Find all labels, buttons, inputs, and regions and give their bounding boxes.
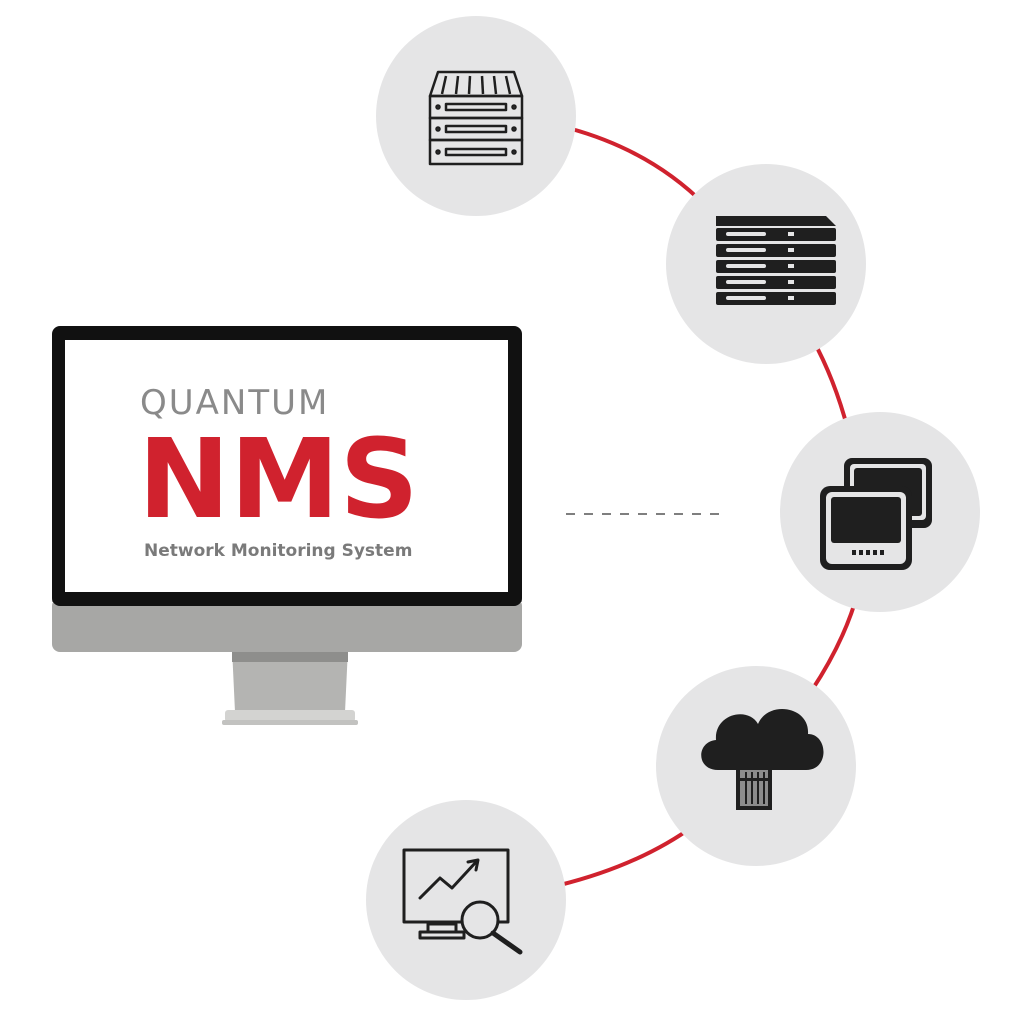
storage-array-icon — [716, 216, 836, 305]
arc-segment-2 — [810, 336, 850, 432]
monitor-stand-foot — [222, 720, 358, 725]
cloud-server-icon — [701, 709, 824, 810]
monitor-screen — [65, 340, 508, 592]
monitor-chin — [52, 598, 522, 652]
brand-main-text: NMS — [138, 415, 419, 543]
arc-segment-4 — [558, 823, 697, 887]
node-circle-analytics — [366, 800, 566, 1000]
brand-top-text: QUANTUM — [140, 383, 329, 423]
node-circle-server-rack — [376, 16, 576, 216]
monitor-stand — [232, 648, 348, 712]
brand-subtitle-text: Network Monitoring System — [144, 541, 412, 561]
analytics-search-icon — [402, 848, 523, 955]
monitors-icon — [820, 458, 932, 570]
arc-segment-1 — [566, 126, 707, 207]
server-rack-icon — [428, 70, 524, 166]
monitor-stand-base — [225, 710, 355, 722]
monitor: QUANTUM NMS Network Monitoring System — [52, 326, 522, 725]
